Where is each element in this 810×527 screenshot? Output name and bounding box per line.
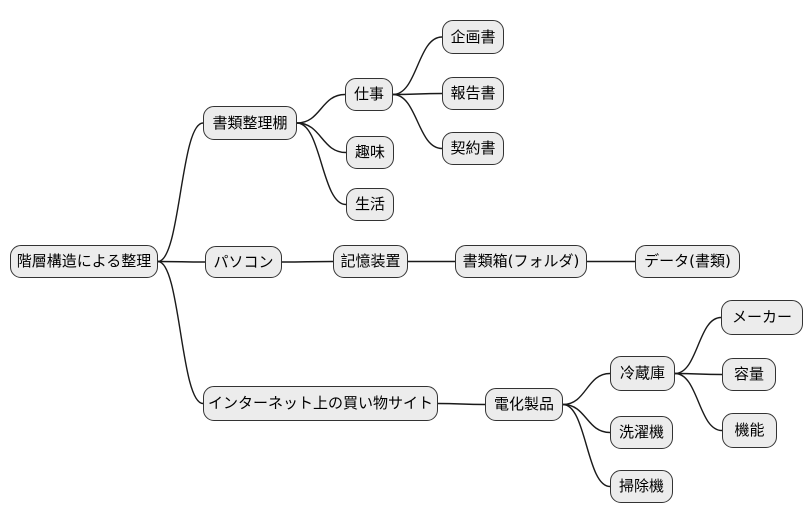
edge-shelf-to-work xyxy=(296,93,346,124)
node-maker[interactable]: メーカー xyxy=(721,300,803,335)
edge-shelf-to-hobby xyxy=(296,122,347,154)
edge-work-to-contract xyxy=(392,93,443,150)
node-storage-device[interactable]: 記憶装置 xyxy=(333,245,408,278)
node-work[interactable]: 仕事 xyxy=(345,78,393,111)
node-life[interactable]: 生活 xyxy=(346,188,394,221)
edge-pc-to-storage xyxy=(281,260,334,263)
node-root[interactable]: 階層構造による整理 xyxy=(10,245,158,278)
edge-fridge-to-function xyxy=(674,372,723,432)
node-refrigerator[interactable]: 冷蔵庫 xyxy=(610,356,675,391)
node-contract-doc[interactable]: 契約書 xyxy=(442,132,504,165)
node-personal-computer[interactable]: パソコン xyxy=(205,246,282,278)
node-proposal-doc[interactable]: 企画書 xyxy=(442,20,504,54)
edge-appliance-to-vacuum xyxy=(562,403,611,488)
edge-root-to-pc xyxy=(157,260,206,263)
edge-appliance-to-washer xyxy=(562,403,611,434)
node-report-doc[interactable]: 報告書 xyxy=(442,77,504,110)
node-shopping-site[interactable]: インターネット上の買い物サイト xyxy=(203,386,438,421)
node-hobby[interactable]: 趣味 xyxy=(346,136,394,169)
edge-internet-to-appliance xyxy=(437,402,486,406)
edge-fridge-to-capacity xyxy=(674,372,723,376)
edge-work-to-report xyxy=(392,92,443,96)
node-data-documents[interactable]: データ(書類) xyxy=(635,245,740,278)
node-vacuum-cleaner[interactable]: 掃除機 xyxy=(610,470,673,503)
edge-shelf-to-life xyxy=(296,122,347,206)
edge-root-to-shelf xyxy=(157,122,204,263)
node-washing-machine[interactable]: 洗濯機 xyxy=(610,416,673,449)
node-function[interactable]: 機能 xyxy=(722,413,777,448)
node-document-shelf[interactable]: 書類整理棚 xyxy=(203,106,297,140)
edge-appliance-to-fridge xyxy=(562,372,611,406)
node-document-box-folder[interactable]: 書類箱(フォルダ) xyxy=(455,245,587,278)
node-capacity[interactable]: 容量 xyxy=(722,358,776,391)
edge-root-to-internet xyxy=(157,260,204,405)
node-electric-appliances[interactable]: 電化製品 xyxy=(485,388,563,421)
edge-work-to-plan xyxy=(392,36,443,96)
edge-fridge-to-maker xyxy=(674,316,722,375)
